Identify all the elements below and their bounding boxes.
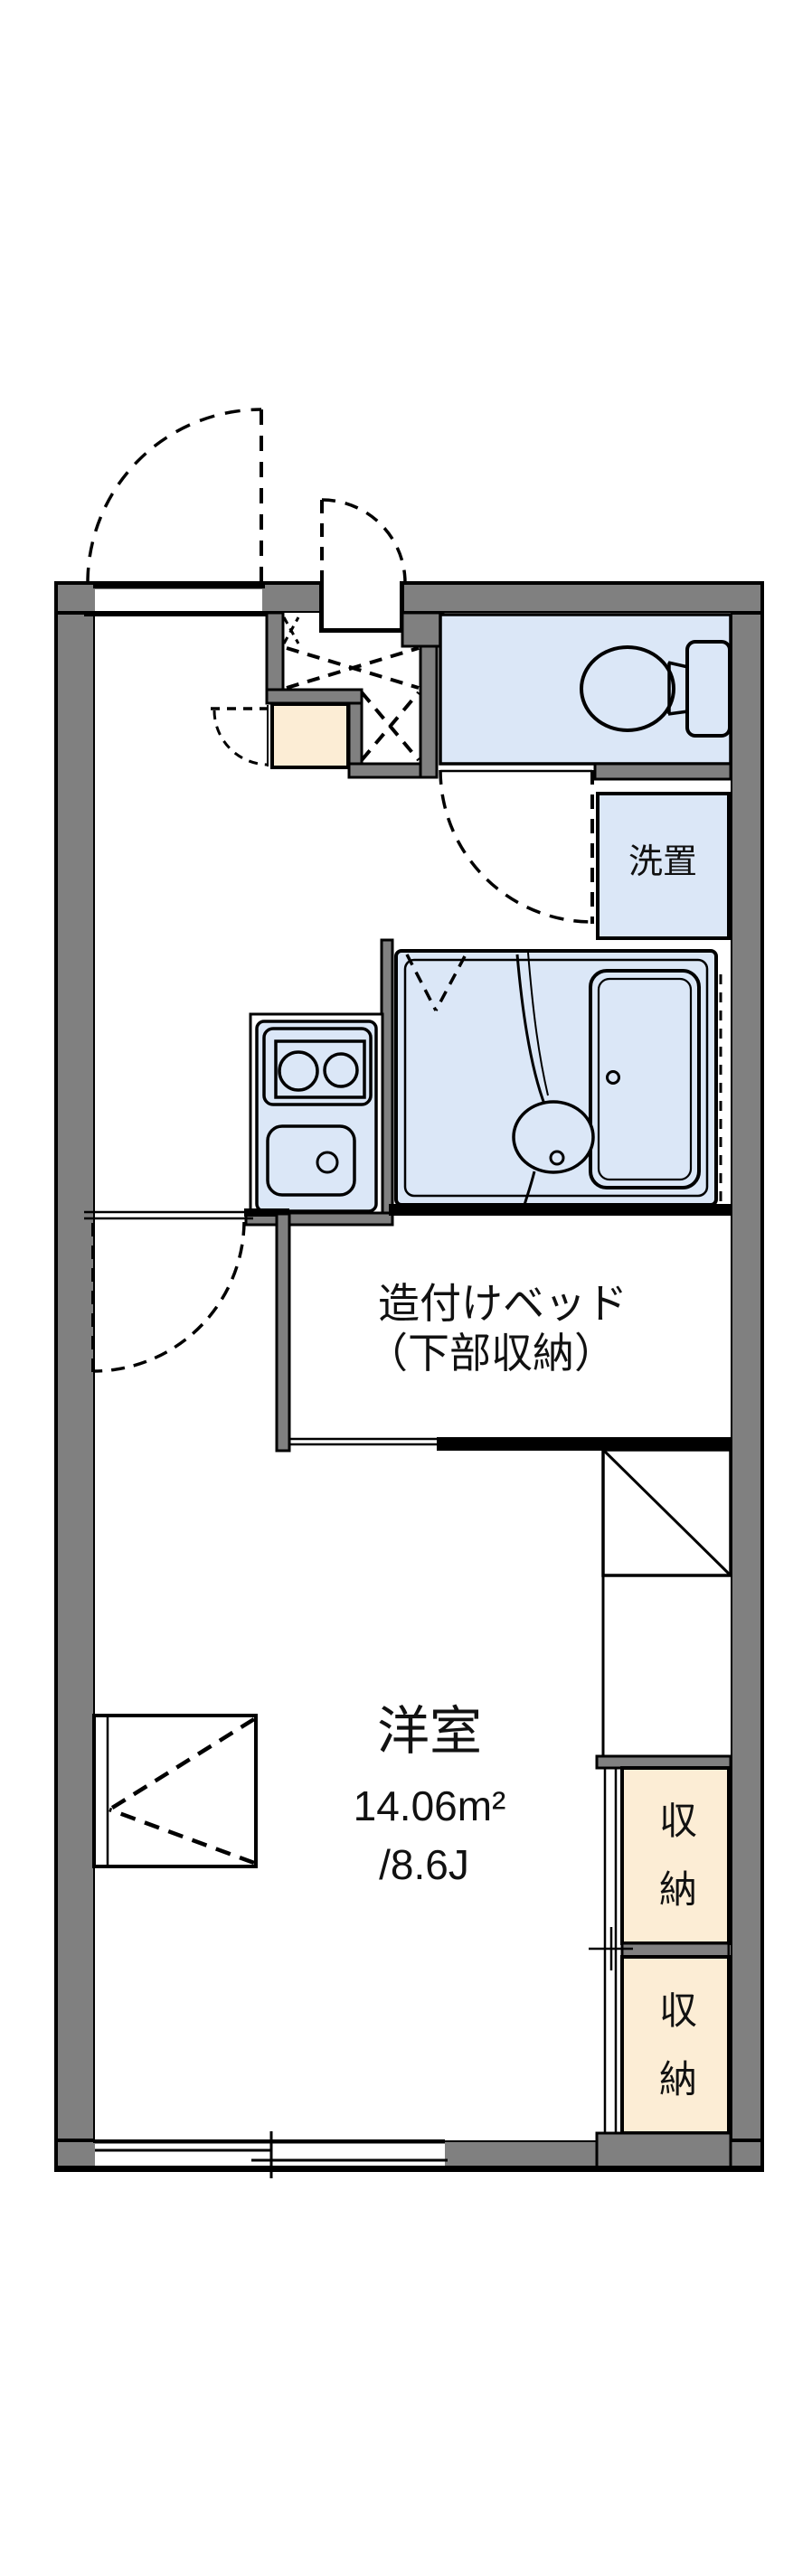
washing-machine-box	[596, 792, 731, 940]
toilet-icon	[580, 640, 732, 738]
bath-door-fold-icon	[405, 954, 467, 1011]
refrigerator-space	[601, 1448, 732, 1756]
storage-upper-label: 収納	[654, 1800, 697, 1938]
balcony-window	[56, 2131, 762, 2178]
shoe-cabinet	[211, 702, 350, 769]
entrance-opening	[84, 578, 404, 633]
storage-closet	[589, 1754, 732, 2172]
wall-left	[54, 581, 97, 2172]
folding-table	[92, 1714, 258, 1868]
laundry-label: 洗置	[628, 843, 697, 881]
room-area-tatami-label: /8.6J	[379, 1841, 469, 1888]
storage-upper-box	[620, 1766, 731, 1945]
entrance-door-swing-icon	[86, 408, 407, 584]
storage-lower-label: 収納	[654, 1990, 697, 2128]
sink-icon	[266, 1124, 356, 1197]
toilet-door-swing-icon	[439, 769, 594, 924]
room-name-label: 洋室	[376, 1702, 482, 1761]
storage-lower-box	[620, 1955, 731, 2135]
room-area-sqm-label: 14.06m²	[353, 1782, 506, 1829]
shower-basin-icon	[512, 952, 595, 1206]
room-door-swing-icon	[84, 1204, 731, 1373]
bathroom	[380, 938, 722, 1217]
wall-right	[729, 581, 764, 2172]
entrance-hall-floor-marks	[282, 616, 420, 762]
laundry-space	[596, 792, 731, 940]
toilet-room	[439, 613, 732, 924]
built-in-bed-label-line1: 造付けベッド	[378, 1280, 628, 1327]
stove-icon	[262, 1027, 373, 1106]
built-in-bed-area	[275, 1212, 731, 1453]
bathtub-icon	[589, 969, 701, 1189]
closet-sliding-door-icon	[589, 1768, 633, 2133]
built-in-bed-label-line2: （下部収納）	[366, 1330, 616, 1377]
kitchen-counter	[249, 1012, 384, 1216]
